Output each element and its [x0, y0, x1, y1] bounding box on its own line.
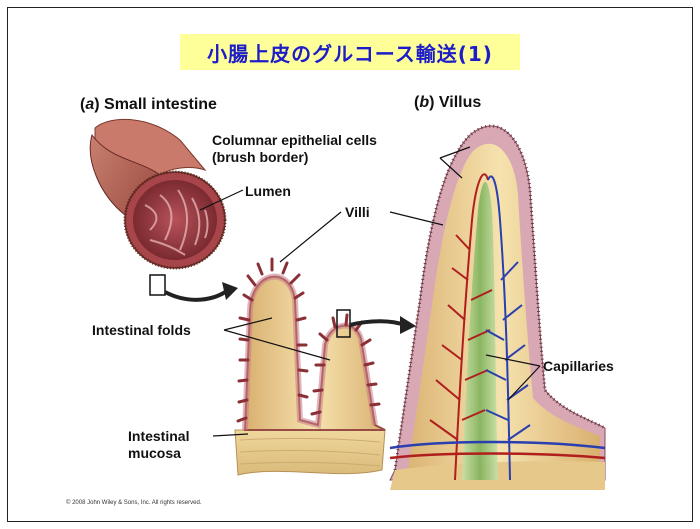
- copyright-notice: © 2008 John Wiley & Sons, Inc. All right…: [66, 500, 201, 506]
- label-capillaries: Capillaries: [543, 358, 614, 375]
- small-intestine-tube: [90, 119, 225, 268]
- zoom-box-a: [150, 275, 165, 295]
- villus-detail: [390, 126, 605, 490]
- label-villi: Villi: [345, 204, 370, 221]
- intestinal-folds: [235, 277, 385, 475]
- label-intestinal-mucosa: Intestinal mucosa: [128, 428, 189, 462]
- panel-a-label: (a) Small intestine: [80, 96, 217, 114]
- label-columnar-epithelial-cells: Columnar epithelial cells (brush border): [212, 132, 377, 166]
- zoom-arrow-a: [165, 290, 228, 300]
- label-intestinal-folds: Intestinal folds: [92, 322, 191, 339]
- zoom-arrow-b: [350, 321, 405, 325]
- label-lumen: Lumen: [245, 183, 291, 200]
- panel-b-label: (b) Villus: [414, 94, 481, 112]
